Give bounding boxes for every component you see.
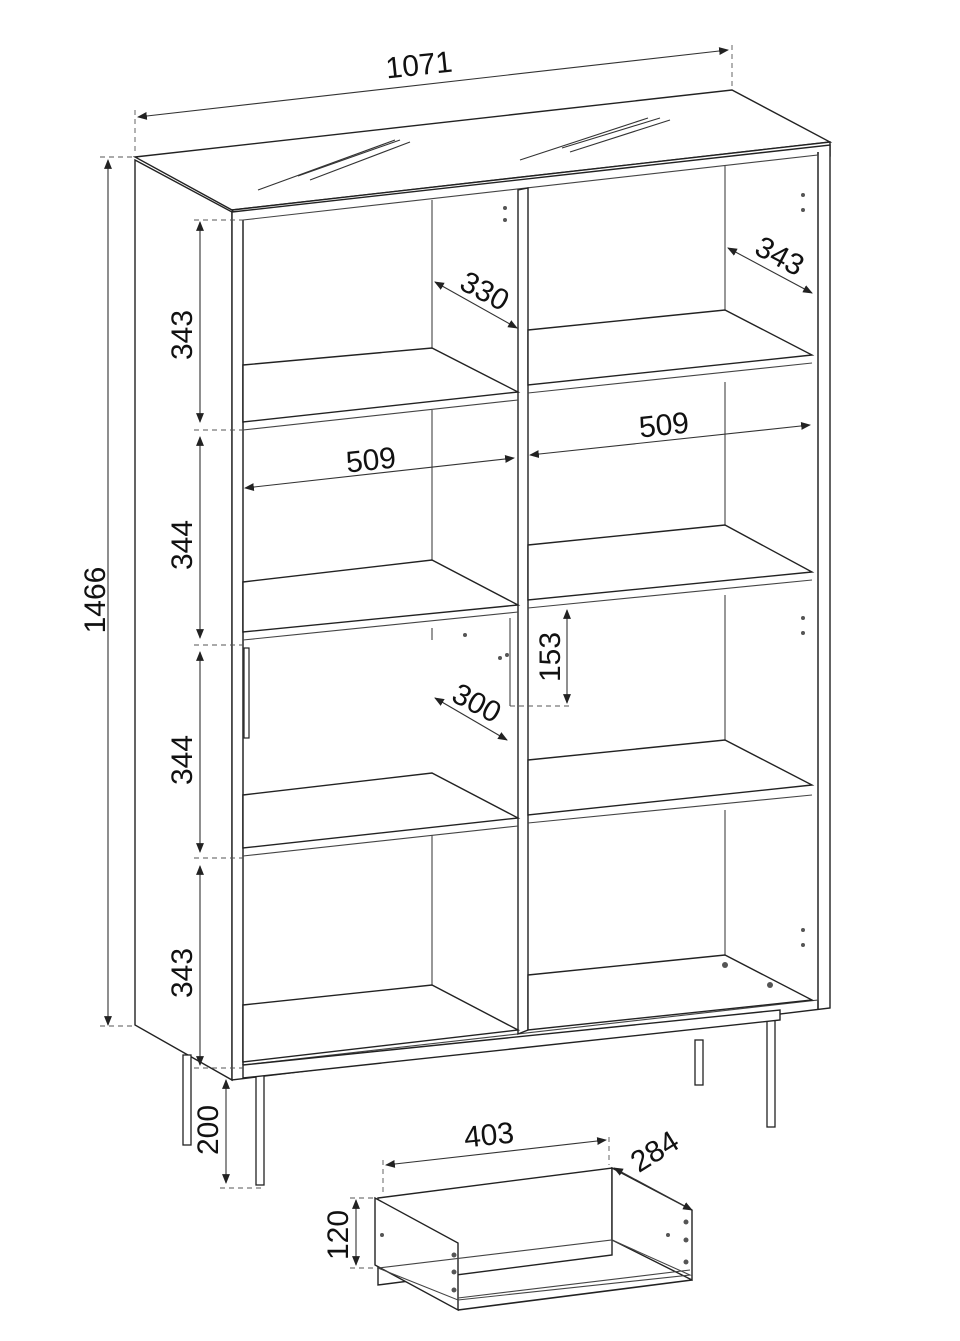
- label-drawer-height: 120: [322, 1210, 355, 1260]
- door-handle: [243, 647, 250, 739]
- shelf-left-bottom: [242, 984, 521, 1063]
- leg-front-left: [255, 1074, 265, 1186]
- shelf-left-2: [242, 559, 521, 633]
- leg-back-left: [182, 1054, 192, 1146]
- label-total-width: 1071: [384, 46, 454, 86]
- label-shelf-spacing: 153: [534, 632, 567, 682]
- label-drawer-width: 403: [462, 1117, 515, 1155]
- label-compartment-4: 343: [166, 948, 199, 998]
- label-leg-height: 200: [192, 1105, 225, 1155]
- dimension-lines: [100, 45, 813, 1189]
- label-inner-width-left: 509: [344, 442, 397, 480]
- label-total-height: 1466: [79, 567, 112, 634]
- label-compartment-1: 343: [166, 310, 199, 360]
- shelf-right-1: [527, 309, 815, 386]
- drawer-right-side: [611, 1166, 693, 1282]
- dimension-labels: 1071 1466 343 344 344 343 200 509 509 33…: [79, 46, 809, 1260]
- label-compartment-3: 344: [166, 735, 199, 785]
- left-side-panel: [134, 158, 233, 1082]
- label-drawer-depth: 284: [625, 1125, 685, 1180]
- legs: [182, 1009, 781, 1186]
- center-divider: [517, 187, 529, 1036]
- shelf-right-bottom: [527, 954, 815, 1031]
- shelf-right-2: [527, 524, 815, 601]
- shelf-left-1: [242, 347, 521, 423]
- label-inner-width-right: 509: [637, 407, 690, 445]
- leg-front-right: [766, 1011, 776, 1128]
- drawer: [350, 1137, 693, 1312]
- shelf-pin-holes: [463, 193, 805, 988]
- label-compartment-2: 344: [166, 520, 199, 570]
- shelf-right-3: [527, 739, 815, 816]
- shelf-left-3: [242, 772, 521, 849]
- leg-back-right: [694, 1039, 704, 1086]
- cabinet-body: [132, 89, 833, 1082]
- shelves: [242, 309, 815, 1063]
